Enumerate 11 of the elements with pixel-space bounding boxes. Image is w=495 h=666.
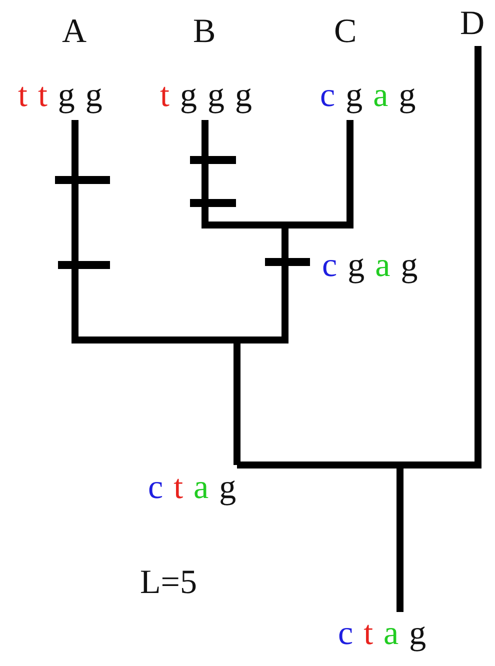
sequence-label: t g g g (160, 78, 253, 114)
sequence-label: c g a g (320, 78, 417, 114)
sequence-label: t t g g (18, 78, 104, 114)
taxon-label: C (334, 14, 357, 50)
taxon-label: A (62, 14, 87, 50)
taxon-label: D (460, 6, 485, 42)
tree-length-note: L=5 (140, 565, 197, 601)
sequence-label: c g a g (322, 248, 419, 284)
sequence-label: c t a g (148, 470, 238, 506)
taxon-label: B (193, 14, 216, 50)
sequence-label: c t a g (338, 616, 428, 652)
